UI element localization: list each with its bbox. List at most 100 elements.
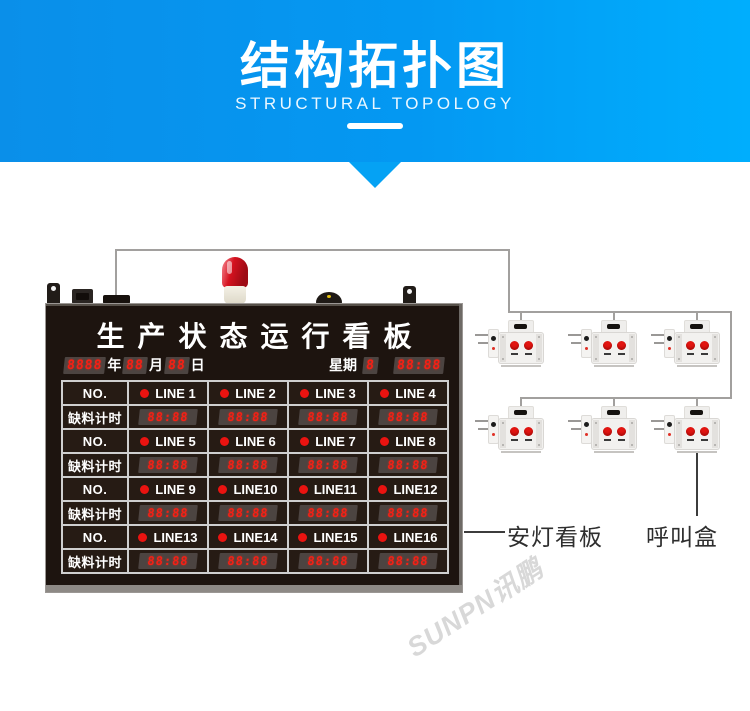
callbox-caption-text — [677, 365, 717, 367]
row-header-no: NO. — [63, 430, 127, 452]
led-timer-display: 88:88 — [298, 409, 358, 425]
line-status-icon — [140, 388, 150, 398]
line-label: LINE11 — [313, 481, 358, 497]
callbox-connector — [602, 321, 626, 333]
line-status-icon — [300, 388, 310, 398]
line-label: LINE 3 — [315, 385, 356, 401]
led-timer-display: 88:88 — [218, 505, 278, 521]
callbox-wire-icon — [571, 428, 582, 430]
cancel-button-icon — [524, 341, 533, 350]
line-status-icon — [378, 532, 388, 542]
leader-line-callbox — [696, 452, 698, 516]
callbox-wire-icon — [568, 334, 582, 336]
callbox-caption-text — [594, 365, 634, 367]
callbox-body — [592, 419, 636, 449]
led-timer-display: 88:88 — [218, 457, 278, 473]
callbox-side-module — [489, 416, 498, 443]
line-cell: LINE 2 — [209, 382, 287, 404]
callbox-side-module — [582, 416, 591, 443]
callbox-rail — [500, 334, 506, 362]
line-cell: LINE10 — [209, 478, 287, 500]
led-timer-display: 88:88 — [138, 505, 198, 521]
row-header-timer: 缺料计时 — [63, 502, 127, 524]
line-status-icon — [218, 532, 228, 542]
wire-stub-box1 — [520, 311, 522, 322]
callbox-connector — [685, 407, 709, 419]
wire-bus-row1 — [508, 311, 732, 313]
led-timer-display: 88:88 — [298, 457, 358, 473]
mounting-hole-icon — [407, 289, 412, 294]
call-button-icon — [686, 341, 695, 350]
cancel-button-icon — [700, 341, 709, 350]
callbox-rail — [536, 420, 542, 448]
wire-stub-box6 — [696, 397, 698, 408]
callbox-wire-icon — [568, 420, 582, 422]
wire-bus-row2 — [520, 397, 732, 399]
button-label-mark — [618, 353, 625, 355]
timer-cell: 88:88 — [289, 454, 367, 476]
mounting-hole-icon — [51, 286, 56, 291]
button-label-mark — [525, 353, 532, 355]
callbox-connector — [602, 407, 626, 419]
alarm-beacon-base — [224, 286, 246, 304]
button-label-mark — [701, 439, 708, 441]
led-year-display: 8888 — [63, 356, 107, 374]
button-label-mark — [511, 353, 518, 355]
line-label: LINE12 — [393, 481, 438, 497]
call-button-icon — [603, 341, 612, 350]
line-cell: LINE 8 — [369, 430, 447, 452]
led-timer-display: 88:88 — [378, 505, 438, 521]
led-timer-display: 88:88 — [378, 409, 438, 425]
line-status-icon — [380, 388, 390, 398]
line-status-icon — [140, 484, 150, 494]
button-label-mark — [604, 439, 611, 441]
callbox-rail — [500, 420, 506, 448]
led-timer-display: 88:88 — [138, 409, 198, 425]
callbox-caption-text — [501, 451, 541, 453]
callbox-rail — [629, 420, 635, 448]
callbox-side-module — [582, 330, 591, 357]
callbox-6 — [649, 406, 721, 456]
timer-cell: 88:88 — [209, 406, 287, 428]
callbox-rail — [712, 420, 718, 448]
line-cell: LINE16 — [369, 526, 447, 548]
line-cell: LINE 5 — [129, 430, 207, 452]
callbox-wire-icon — [475, 334, 489, 336]
row-header-no: NO. — [63, 526, 127, 548]
callbox-2 — [566, 320, 638, 370]
callbox-wire-icon — [475, 420, 489, 422]
line-cell: LINE14 — [209, 526, 287, 548]
line-status-icon — [300, 436, 310, 446]
line-cell: LINE 1 — [129, 382, 207, 404]
callbox-body — [499, 419, 543, 449]
board-title: 生产状态运行看板 — [96, 321, 425, 352]
callbox-rail — [676, 420, 682, 448]
button-label-mark — [525, 439, 532, 441]
mounting-tab-right — [403, 286, 416, 304]
timer-cell: 88:88 — [209, 550, 287, 572]
timer-cell: 88:88 — [129, 454, 207, 476]
line-status-icon — [138, 532, 148, 542]
line-label: LINE 7 — [315, 433, 356, 449]
buzzer-icon — [316, 292, 342, 305]
timer-cell: 88:88 — [129, 550, 207, 572]
callbox-callout-label: 呼叫盒 — [646, 524, 718, 550]
line-cell: LINE 3 — [289, 382, 367, 404]
line-label: LINE14 — [233, 529, 278, 545]
line-label: LINE 4 — [395, 385, 436, 401]
call-button-icon — [510, 427, 519, 436]
day-label: 日 — [190, 357, 205, 373]
andon-board: 生产状态运行看板 8888 年 88 月 88 日 星期 8 88:88 NO.… — [45, 303, 463, 593]
row-header-timer: 缺料计时 — [63, 406, 127, 428]
led-timer-display: 88:88 — [138, 553, 198, 569]
line-cell: LINE11 — [289, 478, 367, 500]
line-label: LINE 5 — [155, 433, 196, 449]
line-cell: LINE 7 — [289, 430, 367, 452]
timer-cell: 88:88 — [209, 454, 287, 476]
callbox-body — [675, 419, 719, 449]
row-header-no: NO. — [63, 478, 127, 500]
callbox-3 — [649, 320, 721, 370]
callbox-wire-icon — [654, 428, 665, 430]
callbox-caption-text — [501, 365, 541, 367]
